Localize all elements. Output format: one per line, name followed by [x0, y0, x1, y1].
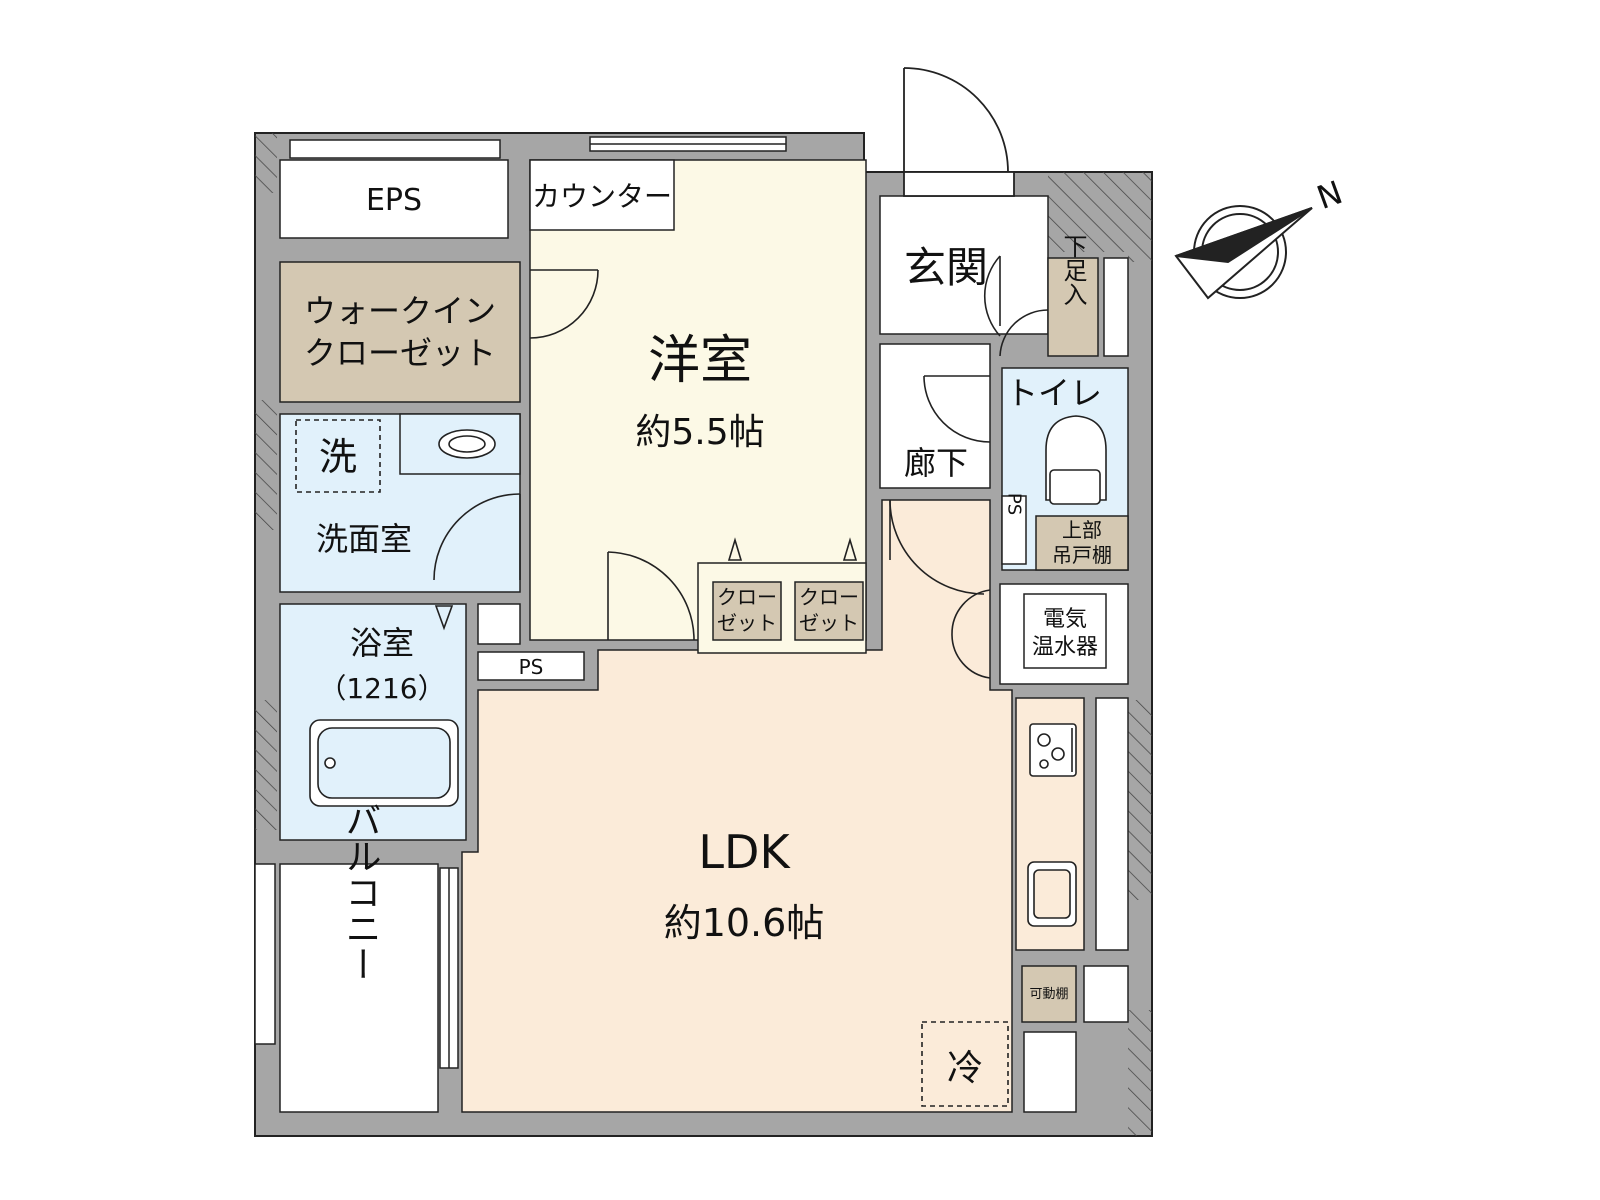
counter: [529, 159, 675, 231]
label-closet2-2: ゼット: [799, 611, 859, 635]
label-ldk-name: LDK: [698, 825, 791, 879]
western-room: [529, 159, 867, 641]
label-wic-1: ウォークイン: [304, 292, 496, 330]
label-eps: EPS: [366, 183, 422, 218]
eps-room: [279, 159, 509, 239]
windows: [439, 136, 787, 1069]
washbasin-icon: [438, 429, 496, 459]
label-upper-shelf-2: 吊戸棚: [1052, 543, 1112, 567]
shoe-closet: [1047, 257, 1099, 357]
closet-2: [794, 581, 864, 641]
movable-shelf: [1021, 965, 1077, 1023]
water-heater: [1023, 593, 1107, 669]
ps-box: [477, 651, 585, 681]
label-entrance: 玄関: [904, 243, 988, 292]
label-closet2-1: クロー: [799, 585, 859, 609]
interior-doors: [433, 255, 1049, 679]
label-bath-size: （1216）: [318, 672, 445, 705]
label-closet1-1: クロー: [717, 585, 777, 609]
label-hallway: 廊下: [904, 444, 968, 482]
fridge-space: [921, 1021, 1009, 1107]
ldk-room: [461, 499, 1013, 1113]
washer-space: [295, 419, 381, 493]
compass-icon: [1174, 205, 1313, 300]
ps-small-box: [1001, 495, 1027, 565]
label-ps-small: PS: [1004, 493, 1025, 515]
label-compass-n: N: [1312, 173, 1347, 217]
label-western-area: 約5.5帖: [635, 412, 764, 453]
fixtures: [295, 415, 1107, 1107]
label-washer: 洗: [319, 435, 357, 479]
label-wic-2: クローゼット: [304, 334, 496, 372]
label-water-heater-1: 電気: [1043, 607, 1087, 632]
label-counter: カウンター: [532, 180, 672, 213]
label-closet1-2: ゼット: [717, 611, 777, 635]
labels: EPS カウンター ウォークイン クローゼット 洋室 約5.5帖 玄関 トイレ …: [304, 173, 1347, 1089]
label-western-name: 洋室: [648, 331, 752, 391]
front-door: [903, 67, 1015, 197]
label-upper-shelf-1: 上部: [1062, 518, 1102, 542]
hallway: [879, 343, 991, 489]
label-movable-shelf: 可動棚: [1029, 987, 1068, 1002]
upper-shelf: [1035, 515, 1129, 571]
label-shoe-closet: 下足入: [1059, 234, 1087, 306]
label-toilet: トイレ: [1006, 374, 1102, 412]
entrance: [879, 195, 1049, 335]
label-washroom: 洗面室: [316, 520, 412, 558]
label-fridge: 冷: [947, 1048, 983, 1089]
label-balcony: バルコニー: [340, 802, 381, 982]
label-water-heater-2: 温水器: [1032, 635, 1098, 660]
label-bath-name: 浴室: [350, 624, 414, 662]
label-ps: PS: [519, 655, 544, 679]
label-ldk-area: 約10.6帖: [664, 901, 825, 945]
walk-in-closet: [279, 261, 521, 403]
balcony: [279, 863, 439, 1113]
closet-1: [712, 581, 782, 641]
